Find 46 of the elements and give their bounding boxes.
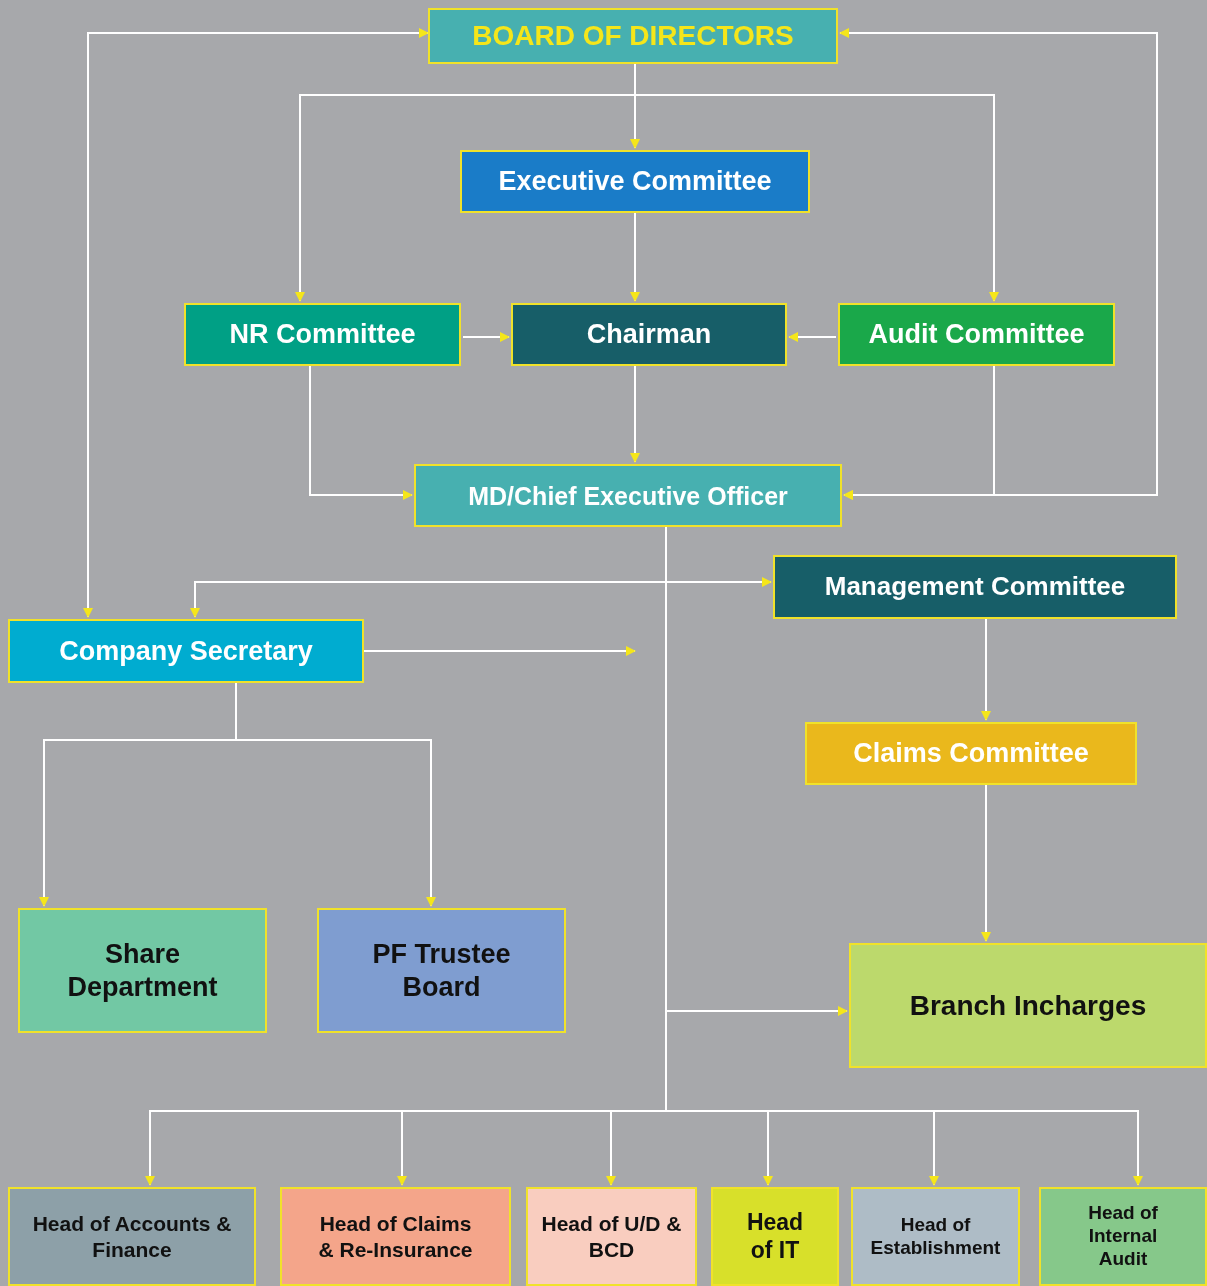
box-label: Branch Incharges xyxy=(909,988,1147,1023)
org-box xyxy=(317,908,566,1033)
org-box xyxy=(18,908,267,1033)
arrow xyxy=(462,332,510,342)
box-label: Head of Establishment xyxy=(869,1213,1002,1260)
box-label: Head of Claims & Re-Insurance xyxy=(317,1211,474,1262)
org-box xyxy=(184,303,461,366)
box-label: BOARD OF DIRECTORS xyxy=(472,19,794,53)
box-label: Head of U/D & BCD xyxy=(541,1211,682,1262)
box-label: PF Trustee Board xyxy=(371,938,512,1003)
org-box xyxy=(414,464,842,527)
org-box xyxy=(838,303,1115,366)
org-box xyxy=(851,1187,1020,1286)
box-label: Executive Committee xyxy=(498,165,772,198)
org-box xyxy=(280,1187,511,1286)
org-box xyxy=(8,619,364,683)
box-label: MD/Chief Executive Officer xyxy=(468,480,788,511)
arrow xyxy=(630,212,640,302)
arrow xyxy=(363,646,636,656)
org-box xyxy=(1039,1187,1207,1286)
box-label: Claims Committee xyxy=(853,737,1089,770)
box-label: Head of Accounts & Finance xyxy=(32,1211,232,1262)
arrow xyxy=(981,618,991,721)
box-label: Chairman xyxy=(586,318,712,351)
box-label: Head of Internal Audit xyxy=(1087,1202,1159,1271)
org-box xyxy=(460,150,810,213)
box-label: Company Secretary xyxy=(59,634,313,668)
arrow xyxy=(843,365,995,500)
org-box xyxy=(511,303,787,366)
org-box xyxy=(526,1187,697,1286)
arrow xyxy=(630,365,640,463)
org-box xyxy=(849,943,1207,1068)
box-label: Share Department xyxy=(66,938,219,1003)
org-box xyxy=(8,1187,256,1286)
org-box xyxy=(711,1187,839,1286)
org-box xyxy=(773,555,1177,619)
box-label: Management Committee xyxy=(824,571,1126,603)
box-label: Audit Committee xyxy=(868,318,1085,351)
box-label: Head of IT xyxy=(745,1208,805,1265)
box-label: NR Committee xyxy=(229,318,416,351)
arrow xyxy=(83,28,429,618)
arrow xyxy=(309,365,413,500)
org-box xyxy=(428,8,838,64)
org-box xyxy=(805,722,1137,785)
arrow xyxy=(981,784,991,942)
arrow xyxy=(788,332,837,342)
